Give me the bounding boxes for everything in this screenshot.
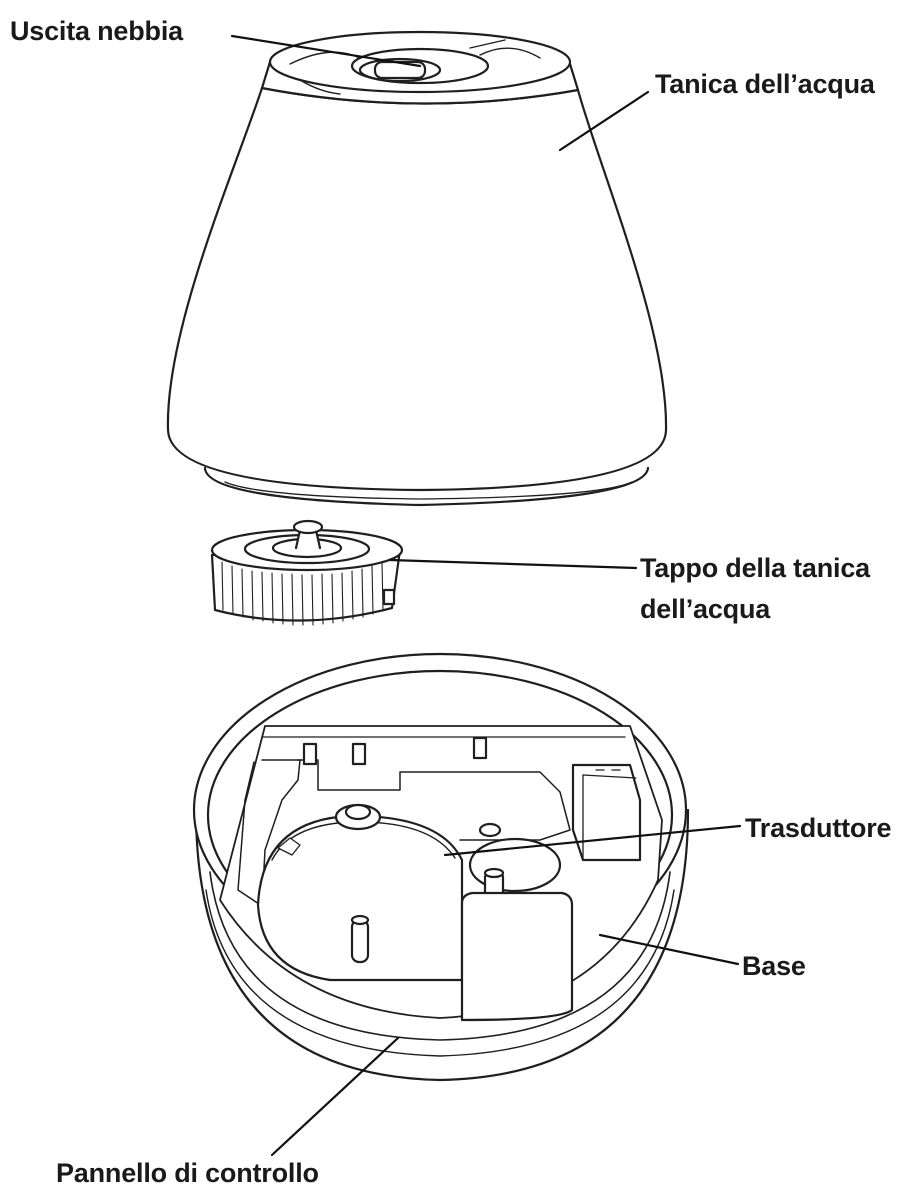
leader-mist-outlet [230, 34, 422, 68]
leader-transducer [443, 824, 742, 857]
label-tank-cap-line1: Tappo della tanica [640, 553, 870, 583]
base [192, 652, 690, 1082]
fan-housing [571, 763, 642, 862]
water-tank [166, 30, 668, 507]
tank-cap [210, 519, 404, 626]
cap-ridges [221, 561, 384, 626]
leader-control-panel [270, 1036, 400, 1157]
leader-base [598, 933, 740, 966]
float-chamber [256, 803, 464, 982]
label-mist-outlet: Uscita nebbia [10, 16, 183, 46]
label-base: Base [742, 951, 806, 981]
control-block [460, 891, 574, 1022]
leader-tank-cap [388, 558, 638, 570]
label-tank-cap-line2: dell’acqua [640, 594, 771, 624]
label-water-tank: Tanica dell’acqua [655, 69, 875, 99]
label-transducer: Trasduttore [745, 813, 892, 843]
leader-water-tank [558, 90, 650, 152]
label-control-panel: Pannello di controllo [56, 1158, 319, 1188]
